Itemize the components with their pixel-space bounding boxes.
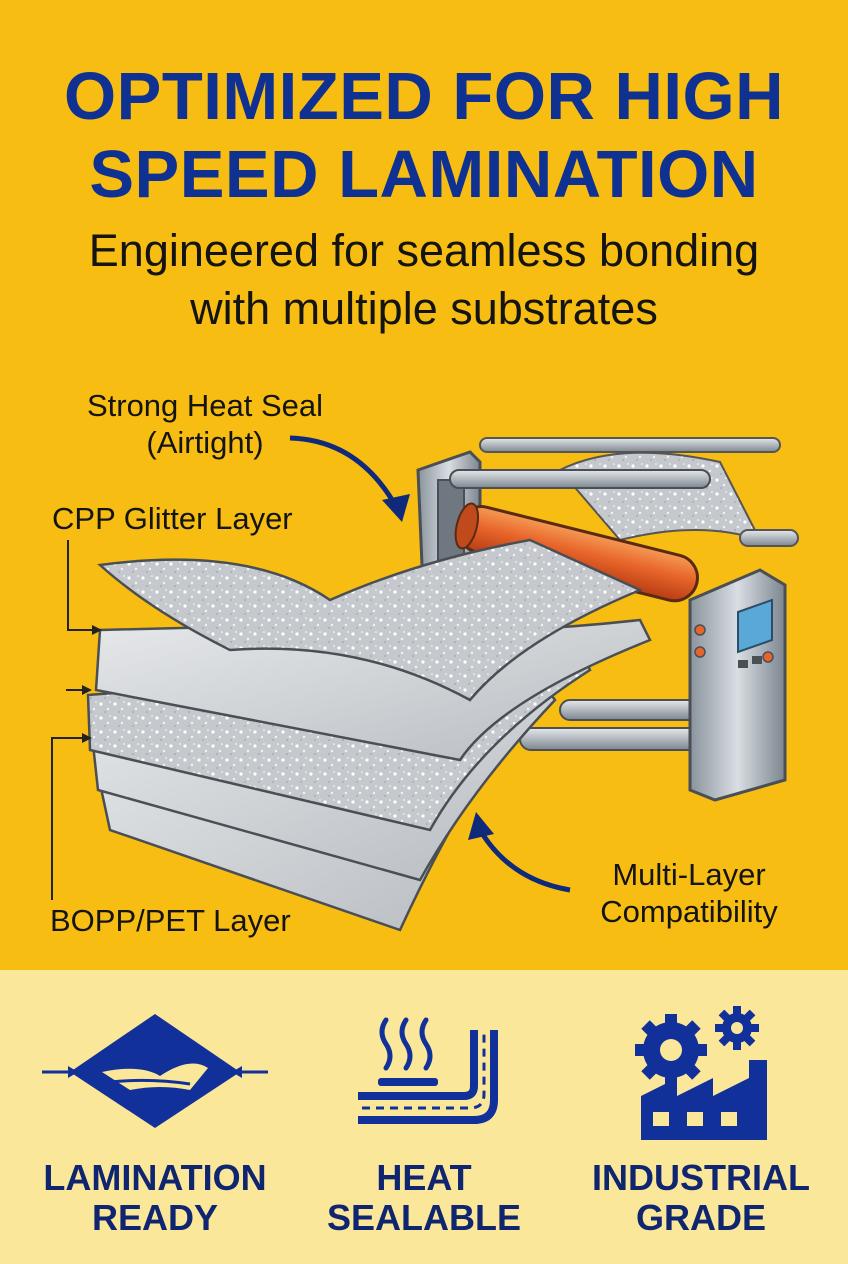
page-subtitle: Engineered for seamless bonding with mul…: [0, 222, 848, 338]
feature-lamination-line-1: LAMINATION: [43, 1157, 267, 1198]
feature-industrial-grade: INDUSTRIAL GRADE: [560, 1000, 842, 1250]
title-line-1: OPTIMIZED FOR HIGH: [64, 59, 784, 134]
page-title: OPTIMIZED FOR HIGH SPEED LAMINATION: [0, 58, 848, 214]
feature-lamination-title: LAMINATION READY: [14, 1158, 296, 1238]
heat-seal-icon: [358, 1017, 498, 1124]
feature-heat-title: HEAT SEALABLE: [283, 1158, 565, 1238]
subtitle-line-2: with multiple substrates: [190, 283, 658, 334]
feature-lamination-line-2: READY: [91, 1197, 219, 1238]
callout-multi-line-2: Compatibility: [600, 894, 778, 929]
title-line-2: SPEED LAMINATION: [89, 137, 759, 212]
feature-industrial-line-2: GRADE: [635, 1197, 766, 1238]
feature-heat-line-2: SEALABLE: [326, 1197, 521, 1238]
feature-heat-sealable: HEAT SEALABLE: [283, 1000, 565, 1250]
lamination-icon: [42, 1014, 268, 1128]
subtitle-line-1: Engineered for seamless bonding: [88, 225, 760, 276]
feature-lamination-ready: LAMINATION READY: [14, 1000, 296, 1250]
callout-multi-line-1: Multi-Layer: [612, 857, 766, 892]
callout-cpp-layer: CPP Glitter Layer: [52, 501, 293, 536]
callout-heat-seal-line-2: (Airtight): [146, 425, 264, 460]
callout-heat-seal-line-1: Strong Heat Seal: [86, 388, 324, 423]
feature-heat-line-1: HEAT: [376, 1157, 472, 1198]
industrial-factory-icon: [635, 1006, 767, 1140]
callout-heat-seal: Strong Heat Seal (Airtight): [80, 387, 330, 461]
feature-industrial-title: INDUSTRIAL GRADE: [560, 1158, 842, 1238]
lamination-machine-illustration: [51, 435, 799, 932]
feature-industrial-line-1: INDUSTRIAL: [592, 1157, 810, 1198]
callout-bopp-layer: BOPP/PET Layer: [50, 903, 291, 938]
callout-multi-layer: Multi-Layer Compatibility: [574, 856, 804, 930]
